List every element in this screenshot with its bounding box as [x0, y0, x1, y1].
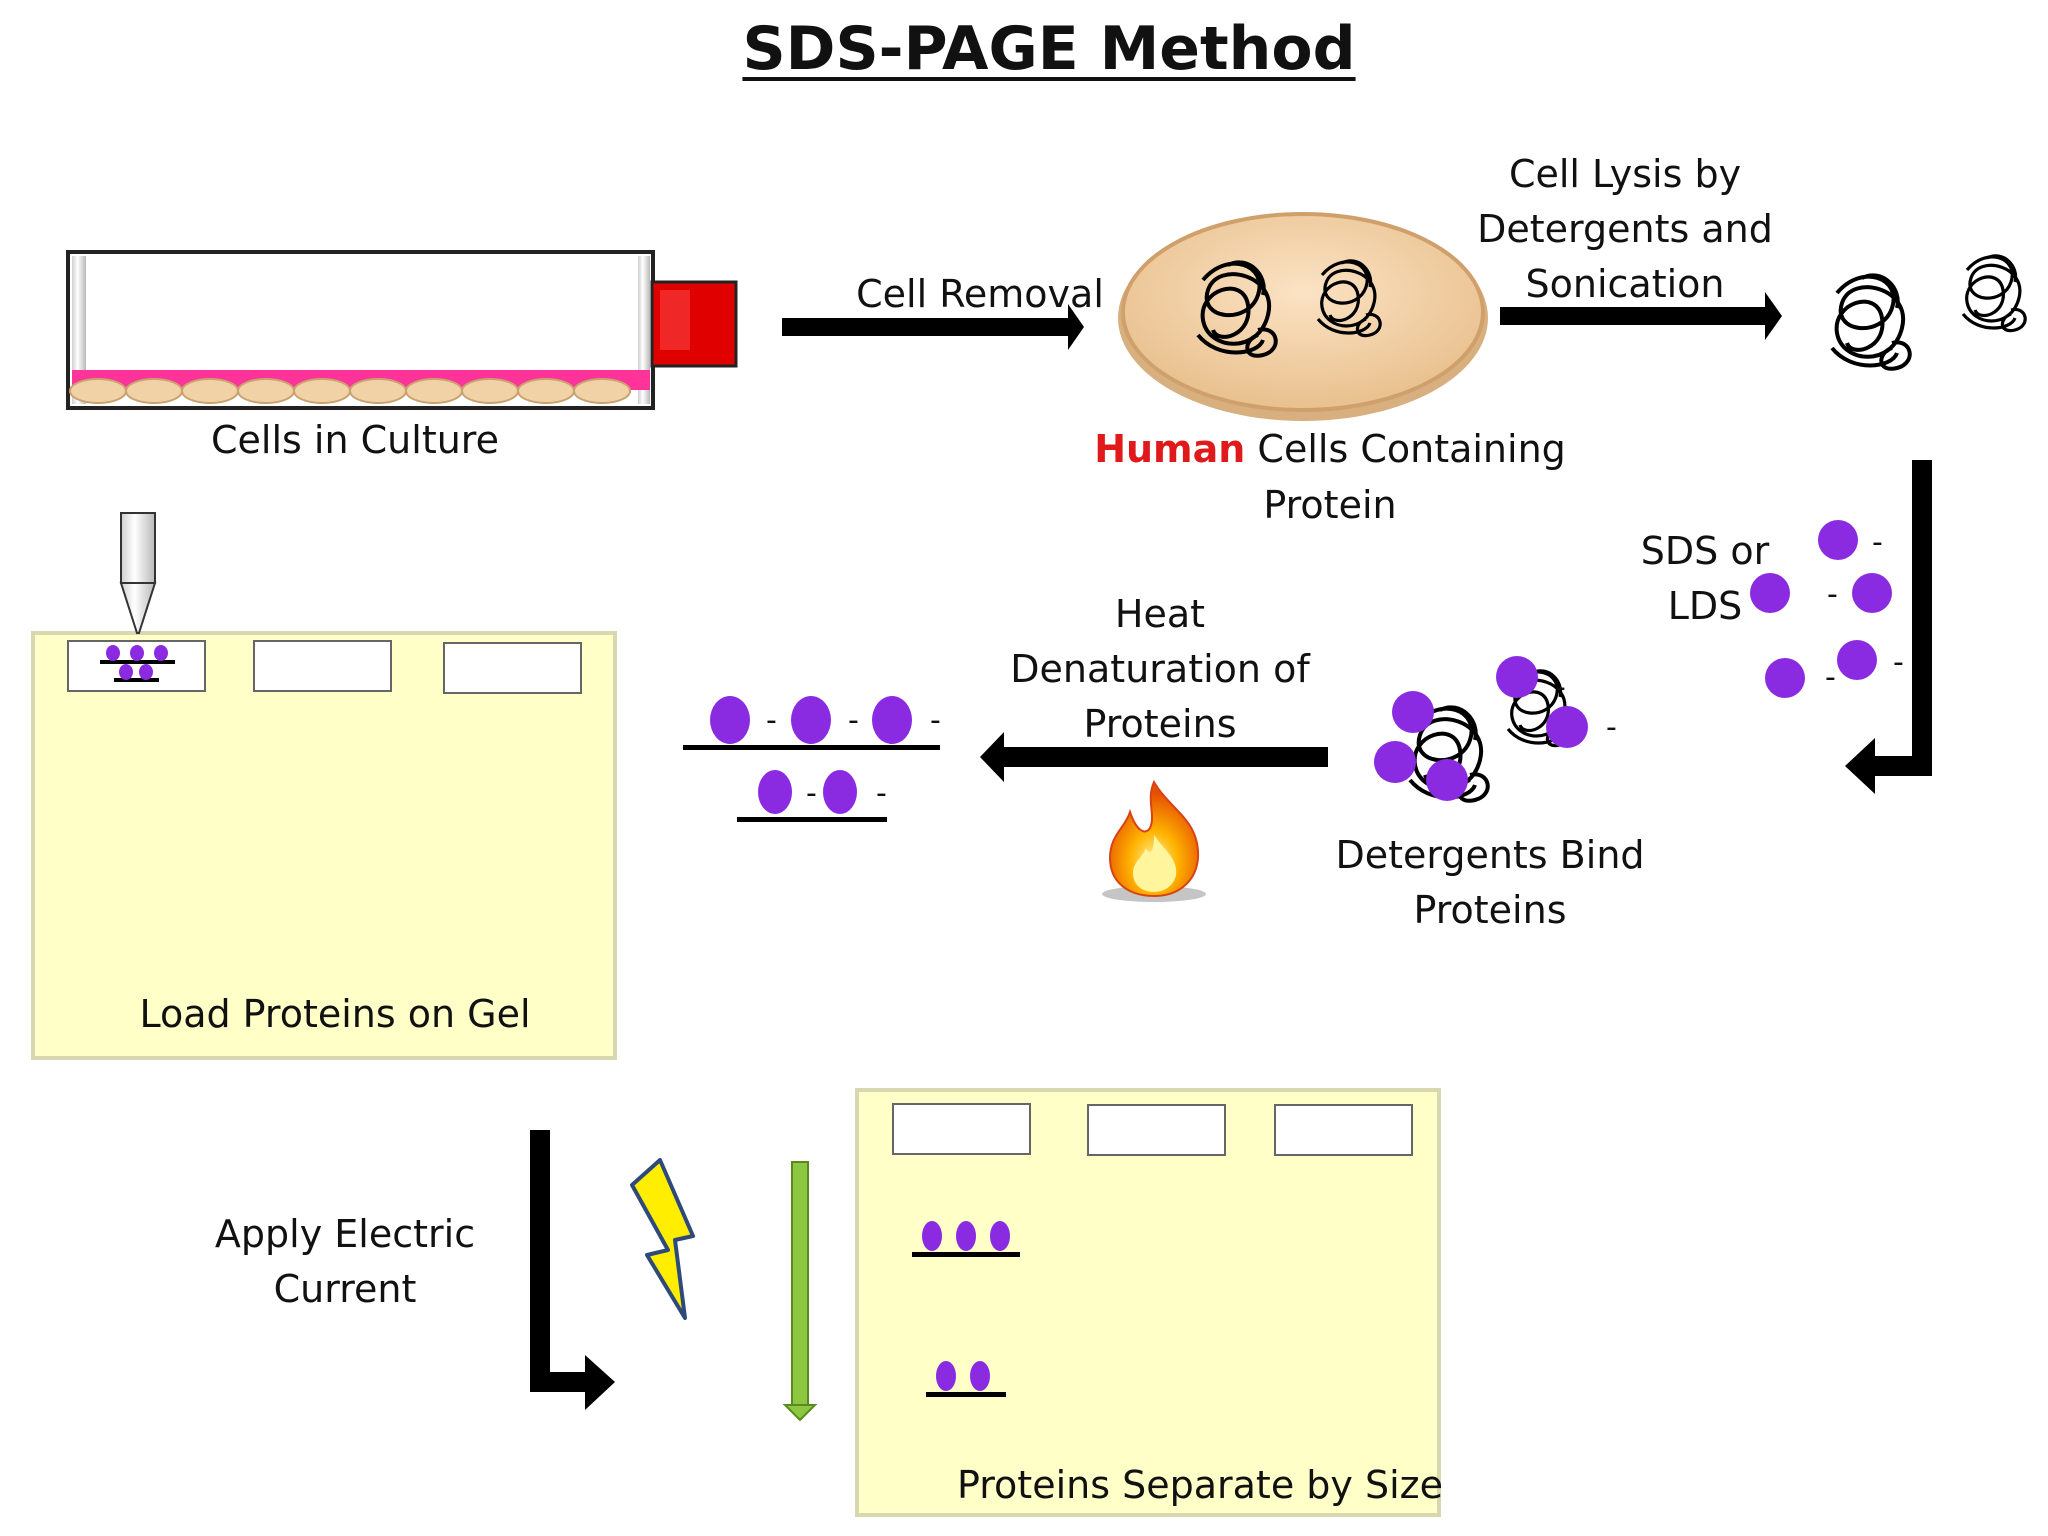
arrow-elbow-down-left — [1845, 460, 1932, 794]
protein-tangle-released-2 — [1961, 254, 2027, 333]
label-heat-1: Heat — [1114, 592, 1206, 636]
well-1 — [892, 1103, 1031, 1155]
cell-dish — [1118, 212, 1488, 421]
gel-separated — [855, 1088, 1441, 1517]
arrow-cell-removal — [782, 304, 1084, 350]
label-electric-1: Apply Electric — [214, 1212, 476, 1256]
charge-marker: - — [1606, 710, 1617, 745]
cell-row — [69, 378, 631, 404]
charge-marker: - — [930, 703, 941, 738]
label-heat-3: Proteins — [1083, 702, 1237, 746]
charge-marker: - — [876, 776, 887, 811]
protein-tangle-dish-1 — [1196, 260, 1278, 358]
gel-load — [31, 631, 617, 1060]
label-cell-removal: Cell Removal — [856, 272, 1104, 316]
label-human-cells-line2: Protein — [1263, 483, 1397, 527]
charge-marker: - — [766, 703, 777, 738]
arrow-elbow-down-right — [530, 1130, 615, 1410]
denatured-proteins — [683, 696, 940, 822]
label-heat-2: Denaturation of — [1010, 647, 1310, 691]
migration-direction-arrow — [782, 1161, 818, 1422]
label-cell-lysis-2: Detergents and — [1477, 207, 1773, 251]
charge-marker: - — [1872, 525, 1883, 560]
label-sds-2: LDS — [1667, 584, 1743, 628]
label-electric-2: Current — [273, 1267, 417, 1311]
lightning-bolt-icon — [630, 1158, 695, 1320]
label-detergents-bind-2: Proteins — [1413, 888, 1567, 932]
pipette-tip-icon — [119, 512, 157, 634]
label-human-rest: Cells Containing — [1245, 427, 1566, 471]
well-2 — [253, 640, 392, 692]
charge-marker: - — [1825, 660, 1836, 695]
label-cell-lysis-3: Sonication — [1525, 262, 1725, 306]
label-sds-1: SDS or — [1640, 529, 1770, 573]
charge-marker: - — [806, 776, 817, 811]
protein-tangle-bound-1 — [1408, 705, 1490, 803]
detergent-molecules — [1750, 520, 1892, 698]
arrow-heat-denaturation — [980, 732, 1328, 782]
label-cell-lysis-1: Cell Lysis by — [1508, 152, 1742, 196]
charge-marker: - — [1893, 645, 1904, 680]
flame-icon — [1102, 779, 1206, 902]
well-2 — [1087, 1104, 1226, 1156]
well-3 — [1274, 1104, 1413, 1156]
well-3 — [443, 642, 582, 694]
charge-marker: - — [1827, 577, 1838, 612]
diagram-title: SDS-PAGE Method — [742, 14, 1356, 84]
label-load-proteins: Load Proteins on Gel — [139, 992, 531, 1036]
charge-marker: - — [1555, 670, 1566, 705]
culture-flask — [66, 250, 738, 410]
bound-detergent-spheres — [1374, 656, 1588, 801]
label-proteins-separate: Proteins Separate by Size — [957, 1463, 1443, 1507]
label-human-cells: Human Cells Containing — [1085, 422, 1575, 477]
protein-tangle-released-1 — [1830, 273, 1912, 371]
label-detergents-bind-1: Detergents Bind — [1335, 833, 1645, 877]
charge-marker: - — [848, 703, 859, 738]
label-human-word: Human — [1094, 427, 1246, 471]
protein-tangle-dish-2 — [1316, 259, 1382, 338]
well-1 — [67, 640, 206, 692]
label-cells-in-culture: Cells in Culture — [211, 418, 499, 462]
arrow-cell-lysis — [1500, 292, 1782, 340]
